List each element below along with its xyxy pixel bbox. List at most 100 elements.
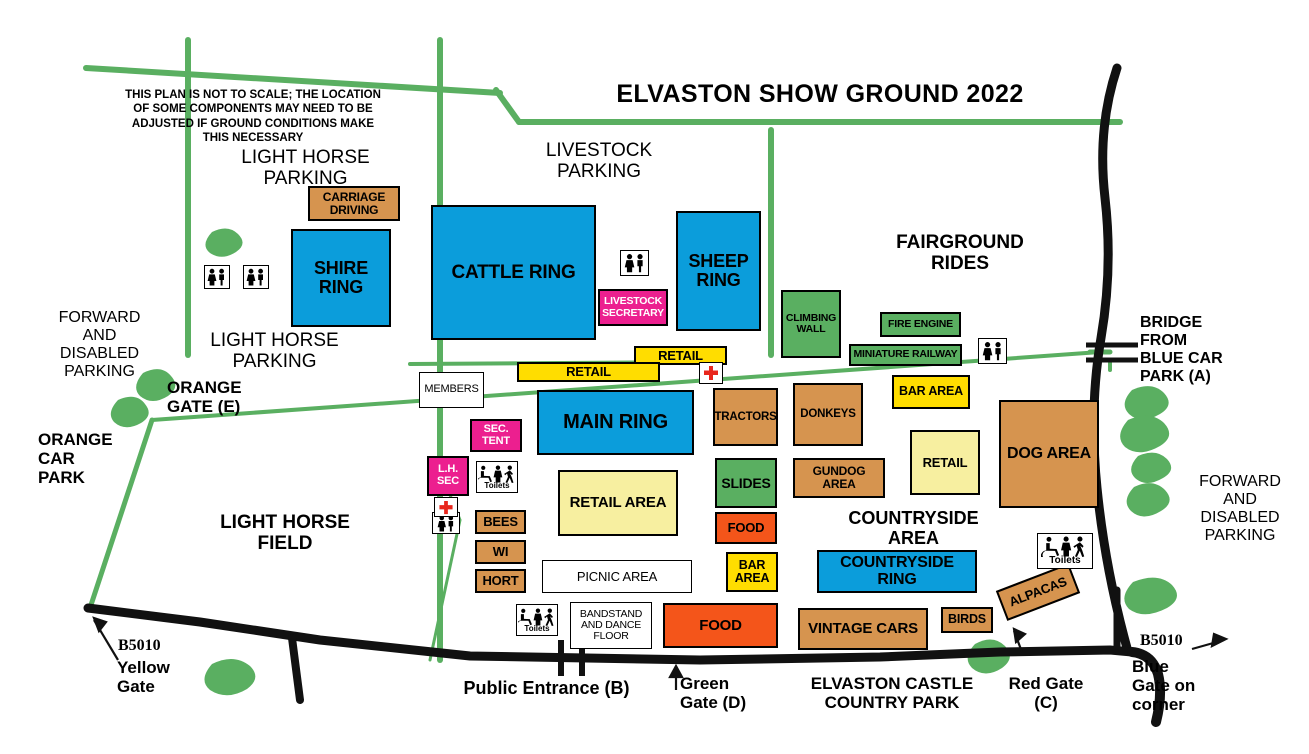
box-lh-sec[interactable]: L.H. SEC: [427, 456, 469, 496]
label-bridge-from-blue-car-park: BRIDGE FROM BLUE CAR PARK (A): [1140, 314, 1223, 385]
gate-blob-east-5: [1124, 577, 1177, 615]
arrow-yellow-gate-head: [92, 616, 108, 634]
label-fairground-rides: FAIRGROUND RIDES: [896, 232, 1024, 275]
gate-blob-east-3: [1131, 452, 1172, 483]
box-retail-top[interactable]: RETAIL: [634, 346, 727, 365]
toilets-main-ring: Toilets: [476, 461, 518, 493]
box-countryside-ring[interactable]: COUNTRYSIDE RING: [817, 550, 977, 593]
toilets-shire-2: [243, 265, 269, 289]
gate-markers: [110, 228, 1177, 696]
toilets-caption: Toilets: [1049, 555, 1081, 566]
toilets-caption: Toilets: [524, 623, 550, 633]
boundary-southwest-edge: [87, 417, 155, 611]
wc-icon: [624, 254, 643, 273]
gate-blob-orange-upper: [136, 369, 176, 401]
gate-blob-east-1: [1124, 386, 1169, 420]
label-red-gate-c: Red Gate (C): [1008, 674, 1084, 713]
label-livestock-parking: LIVESTOCK PARKING: [545, 140, 653, 183]
box-bees[interactable]: BEES: [475, 510, 526, 534]
wc-icon: [982, 342, 1001, 361]
label-light-horse-parking-north: LIGHT HORSE PARKING: [241, 147, 370, 190]
gate-blob-orange-lower: [110, 396, 149, 428]
box-retail-right[interactable]: RETAIL: [910, 430, 980, 495]
box-food-mid[interactable]: FOOD: [715, 512, 777, 544]
first-aid-lh-sec: [434, 497, 458, 517]
wc-icon: [207, 268, 224, 286]
page-title: ELVASTON SHOW GROUND 2022: [616, 80, 1024, 108]
first-aid-icon: [704, 366, 718, 380]
label-b5010-west: B5010: [118, 637, 161, 654]
box-dog-area[interactable]: DOG AREA: [999, 400, 1099, 508]
box-bar-area-mid[interactable]: BAR AREA: [726, 552, 778, 592]
bridge-marker: [1086, 342, 1138, 363]
box-slides[interactable]: SLIDES: [715, 458, 777, 508]
road-spur-south-west: [288, 634, 304, 704]
box-food-bottom[interactable]: FOOD: [663, 603, 778, 648]
first-aid-retail: [699, 362, 723, 384]
box-vintage-cars[interactable]: VINTAGE CARS: [798, 608, 928, 650]
label-forward-disabled-parking-west: FORWARD AND DISABLED PARKING: [58, 309, 141, 380]
label-elvaston-castle-country-park: ELVASTON CASTLE COUNTRY PARK: [810, 674, 974, 713]
toilets-entrance: Toilets: [516, 604, 558, 636]
label-light-horse-field: LIGHT HORSE FIELD: [220, 512, 350, 555]
toilets-livestock: [620, 250, 649, 276]
toilets-countryside: Toilets: [1037, 533, 1093, 569]
toilets-fairground: [978, 338, 1007, 364]
gate-blob-east-4: [1126, 483, 1170, 517]
disclaimer-note: THIS PLAN IS NOT TO SCALE; THE LOCATION …: [125, 89, 381, 145]
box-retail-strip[interactable]: RETAIL: [517, 362, 660, 382]
box-picnic-area[interactable]: PICNIC AREA: [542, 560, 692, 593]
box-bar-area-top[interactable]: BAR AREA: [892, 375, 970, 409]
box-miniature-railway[interactable]: MINIATURE RAILWAY: [849, 344, 962, 366]
arrow-green-gate-head: [668, 663, 684, 679]
road-blue-gate-corner: [1127, 647, 1166, 727]
pointer-arrows: [92, 616, 1229, 690]
gate-blob-light-horse: [205, 228, 243, 257]
box-tractors[interactable]: TRACTORS: [713, 388, 778, 446]
label-orange-car-park: ORANGE CAR PARK: [38, 430, 113, 488]
arrow-blue-gate-head: [1210, 632, 1229, 648]
box-hort[interactable]: HORT: [475, 569, 526, 593]
box-main-ring[interactable]: MAIN RING: [537, 390, 694, 455]
boundary-north-west: [83, 65, 503, 96]
box-wi[interactable]: WI: [475, 540, 526, 564]
accessible-toilets-icon: [518, 607, 554, 626]
label-countryside-area: COUNTRYSIDE AREA: [848, 508, 979, 549]
label-orange-gate-e: ORANGE GATE (E): [167, 378, 242, 417]
road-b5010-south: [83, 603, 1137, 665]
toilets-caption: Toilets: [484, 480, 510, 490]
accessible-toilets-icon: [1041, 536, 1085, 557]
box-donkeys[interactable]: DONKEYS: [793, 383, 863, 446]
gate-blob-east-2: [1120, 415, 1170, 453]
box-cattle-ring[interactable]: CATTLE RING: [431, 205, 596, 340]
box-members[interactable]: MEMBERS: [419, 372, 484, 408]
toilets-shire-1: [204, 265, 230, 289]
boundary-north-corner: [493, 87, 522, 125]
arrow-red-gate-head: [1012, 627, 1027, 645]
box-sec-tent[interactable]: SEC. TENT: [470, 419, 522, 452]
label-b5010-east: B5010: [1140, 632, 1183, 649]
box-climbing-wall[interactable]: CLIMBING WALL: [781, 290, 841, 358]
road-east-vertical: [1089, 63, 1132, 653]
box-bandstand-dance-floor[interactable]: BANDSTAND AND DANCE FLOOR: [570, 602, 652, 649]
box-livestock-secretary[interactable]: LIVESTOCK SECRETARY: [598, 289, 668, 326]
box-sheep-ring[interactable]: SHEEP RING: [676, 211, 761, 331]
label-public-entrance-b: Public Entrance (B): [463, 678, 630, 698]
box-gundog-area[interactable]: GUNDOG AREA: [793, 458, 885, 498]
box-retail-area[interactable]: RETAIL AREA: [558, 470, 678, 536]
label-yellow-gate: Yellow Gate: [117, 658, 170, 697]
wc-icon: [246, 268, 263, 286]
roads: [83, 63, 1166, 727]
box-carriage-driving[interactable]: CARRIAGE DRIVING: [308, 186, 400, 221]
label-forward-disabled-parking-east: FORWARD AND DISABLED PARKING: [1199, 473, 1281, 544]
box-fire-engine[interactable]: FIRE ENGINE: [880, 312, 961, 337]
label-blue-gate-corner: Blue Gate on corner: [1132, 657, 1196, 715]
box-shire-ring[interactable]: SHIRE RING: [291, 229, 391, 327]
accessible-toilets-icon: [478, 464, 514, 483]
gate-blob-yellow: [204, 658, 256, 696]
first-aid-icon: [439, 500, 453, 514]
box-birds[interactable]: BIRDS: [941, 607, 993, 633]
label-green-gate-d: Green Gate (D): [680, 674, 747, 713]
